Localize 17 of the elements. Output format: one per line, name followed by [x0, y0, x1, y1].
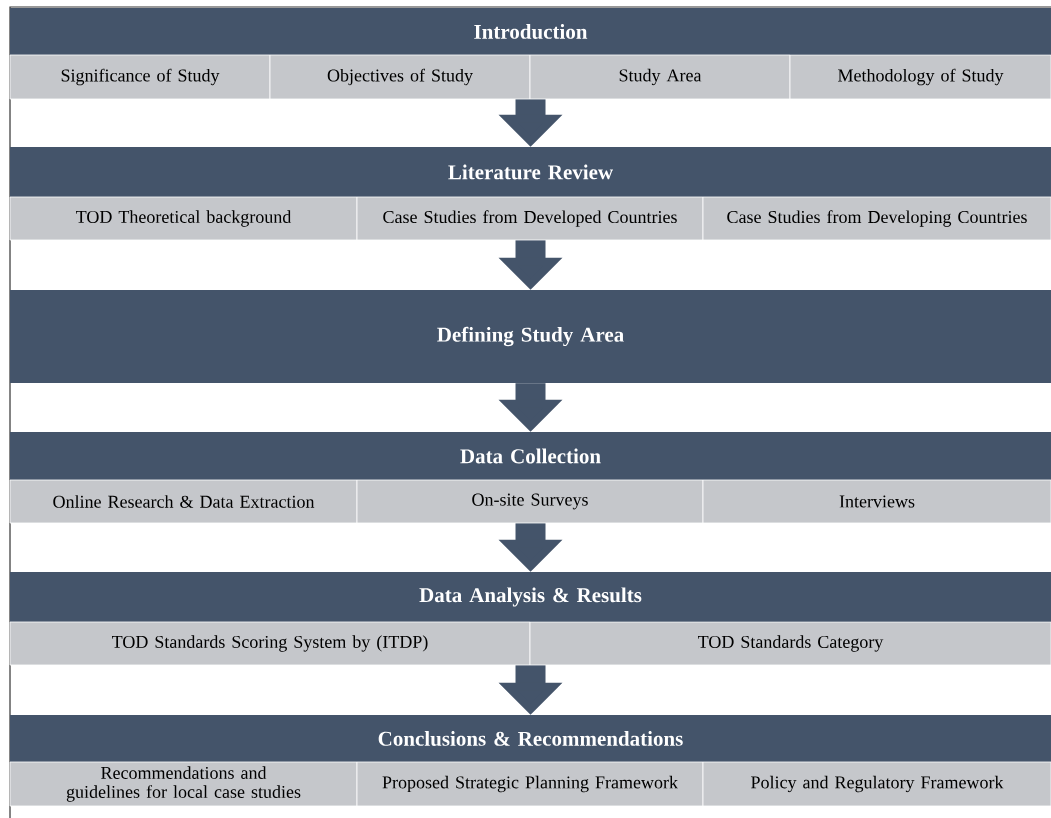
topic-cell: Significance of Study [9, 54, 271, 100]
stage-header: Conclusions & Recommendations [10, 715, 1051, 762]
topic-cell: Policy and Regulatory Framework [702, 761, 1051, 807]
topic-cell: Online Research & Data Extraction [9, 479, 358, 524]
topic-cell: Study Area [529, 54, 791, 100]
topic-cell: Methodology of Study [789, 54, 1051, 100]
topic-cell: Recommendations and guidelines for local case studies [9, 761, 358, 807]
topic-cell: Case Studies from Developing Countries [702, 196, 1051, 241]
stage-header: Introduction [10, 8, 1051, 55]
topic-cell: Proposed Strategic Planning Framework [356, 761, 704, 807]
topic-cell: On-site Surveys [356, 479, 704, 524]
topic-cell: Interviews [702, 479, 1051, 524]
topic-cell: Case Studies from Developed Countries [356, 196, 704, 241]
topic-cell: TOD Theoretical background [9, 196, 358, 241]
topic-cell: Objectives of Study [269, 54, 531, 100]
topic-cell: TOD Standards Category [529, 621, 1051, 666]
topic-cell: TOD Standards Scoring System by (ITDP) [9, 621, 531, 666]
